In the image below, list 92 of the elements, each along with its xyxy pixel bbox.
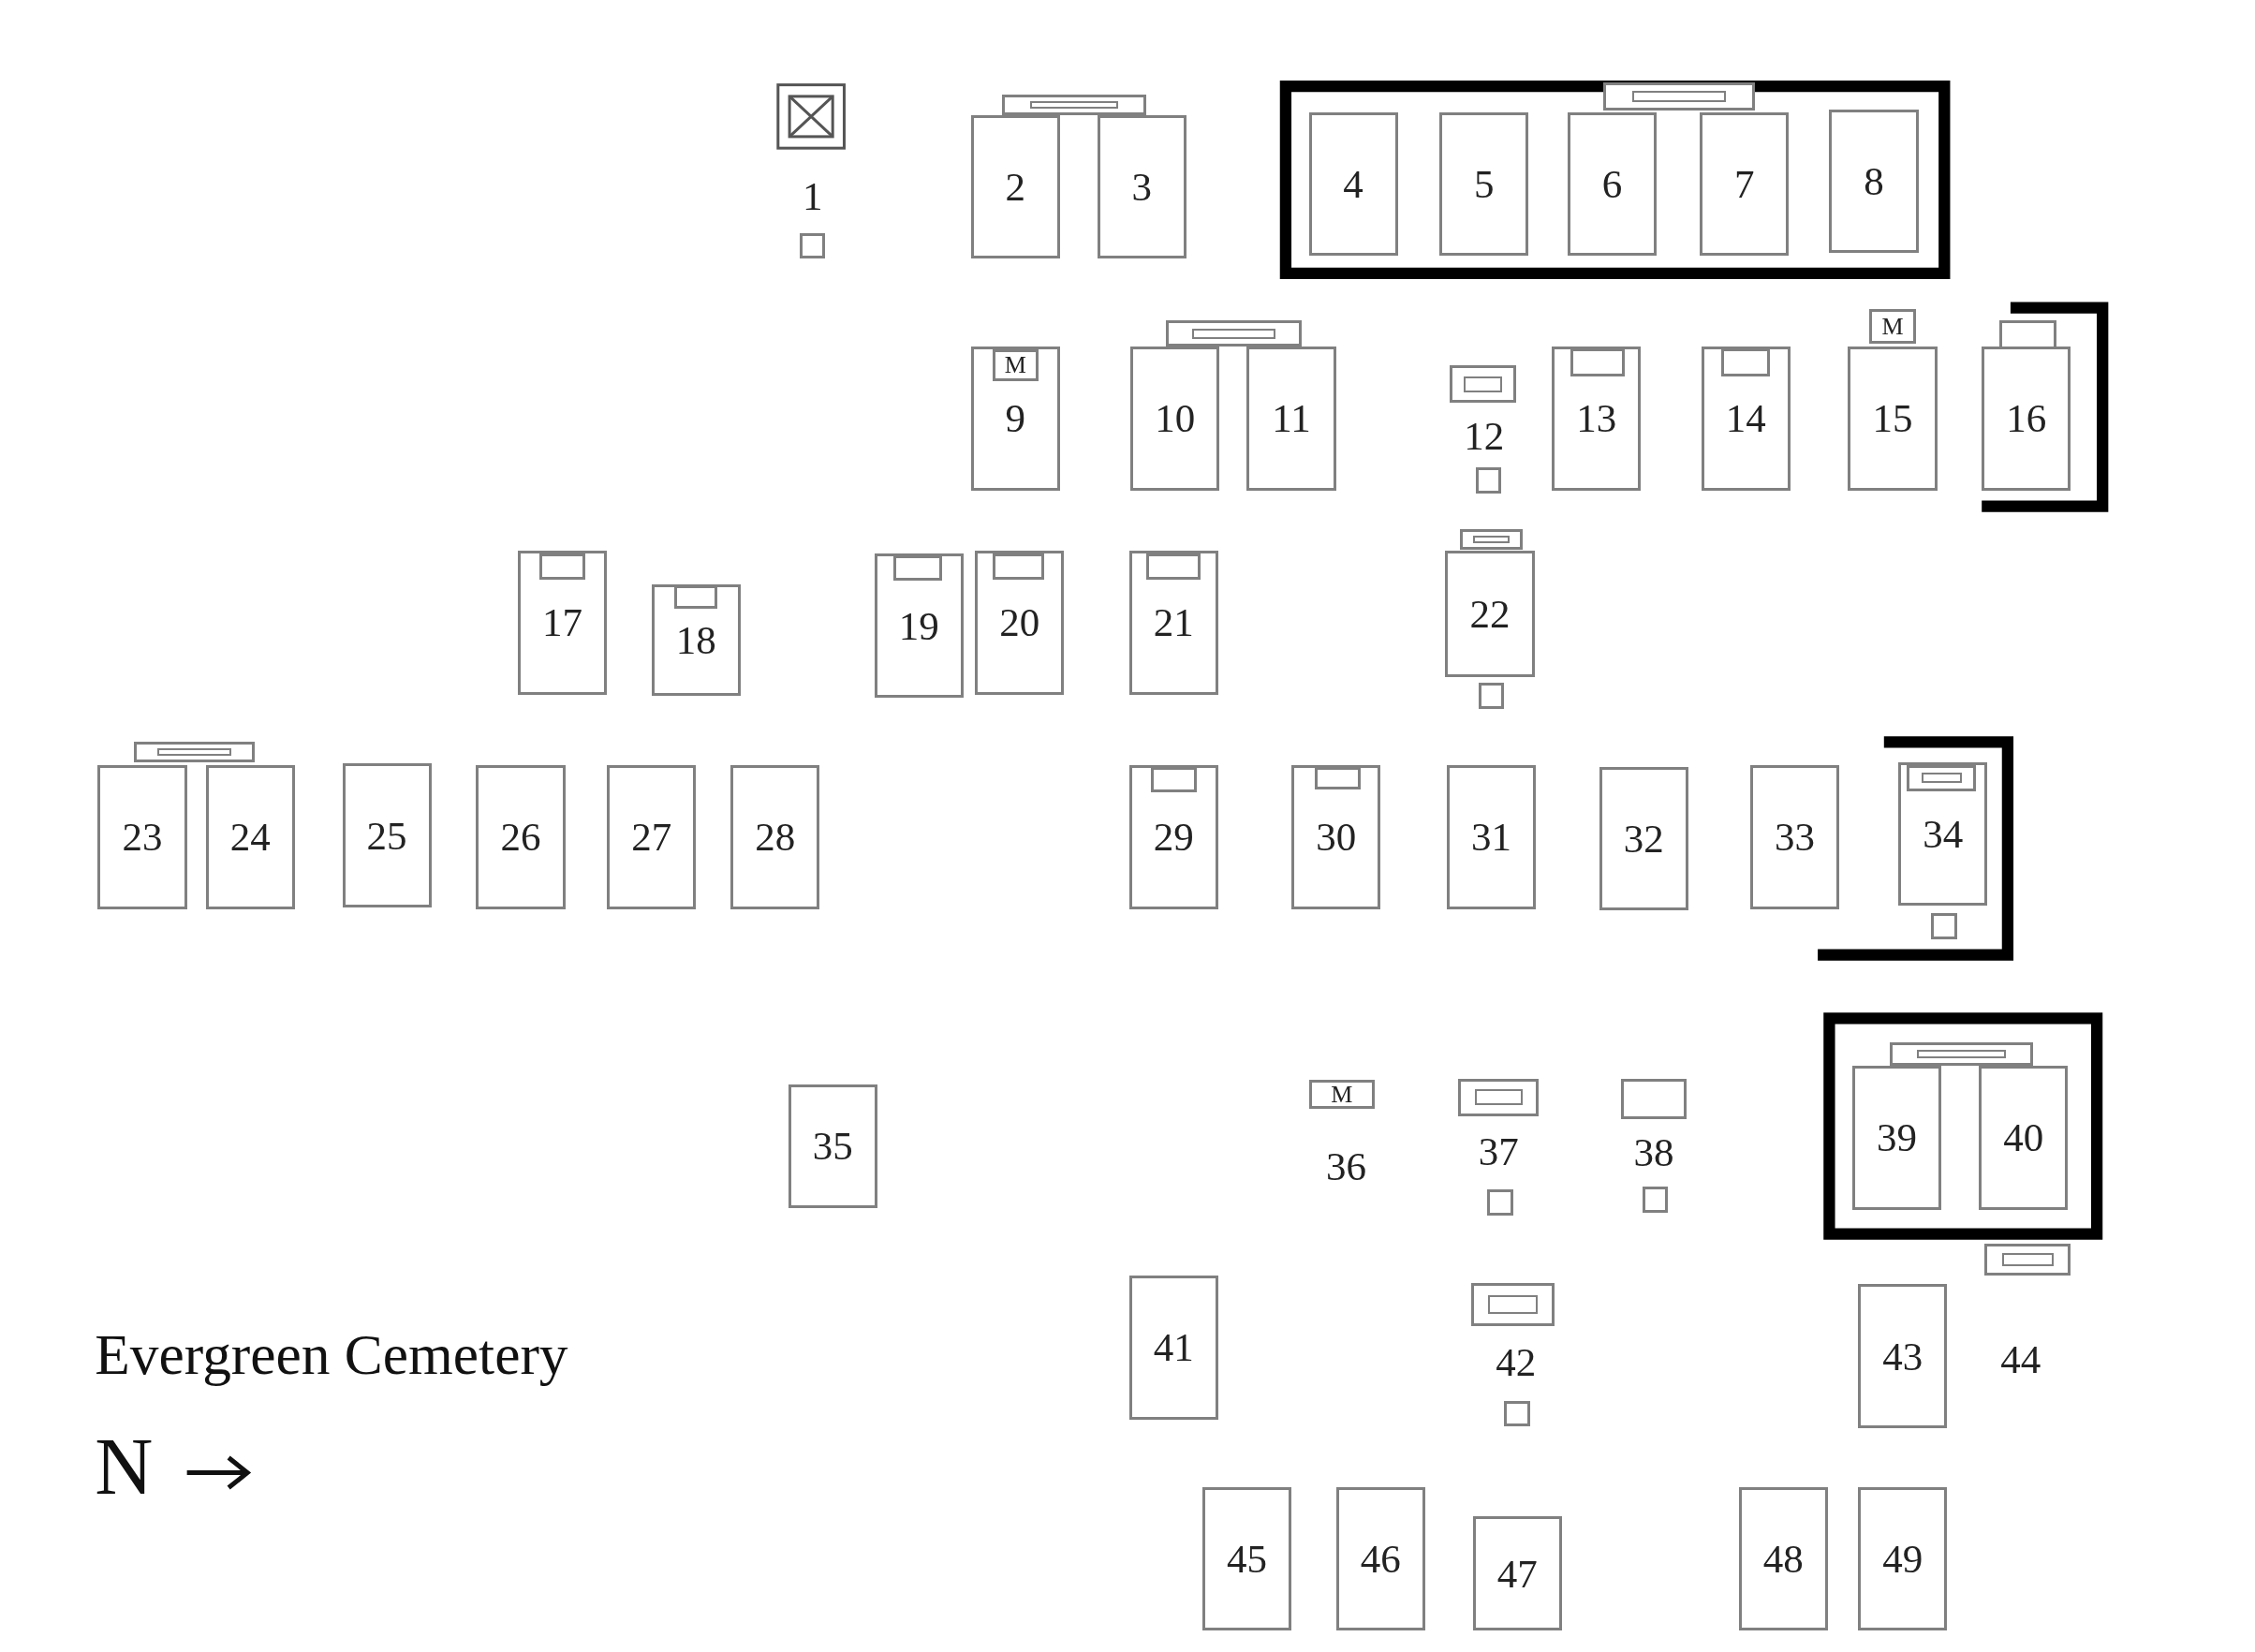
plot-number: 45	[1226, 1539, 1267, 1580]
grave-plot	[970, 114, 1060, 259]
grave-plot	[970, 347, 1060, 491]
grave-plot	[1097, 114, 1186, 259]
plot-number: 27	[631, 817, 672, 858]
plot-number: 1	[802, 175, 823, 216]
plot-number: 34	[1923, 814, 1964, 855]
plot-number: 7	[1734, 164, 1755, 205]
grave-plot	[1979, 1065, 2069, 1210]
plot-number: 37	[1478, 1130, 1519, 1172]
plot-number: 28	[755, 817, 796, 858]
grave-plot	[1439, 111, 1529, 257]
plot-number: 47	[1496, 1553, 1538, 1594]
plot-number: 18	[675, 619, 716, 660]
plot-number: 29	[1153, 817, 1194, 858]
plot-number: 14	[1725, 398, 1766, 439]
grave-plot	[874, 553, 964, 698]
plot-number: 22	[1469, 594, 1511, 635]
grave-plot	[97, 765, 187, 909]
plot-number: 17	[541, 602, 582, 643]
plot-number: 9	[1005, 398, 1025, 439]
grave-plot	[1291, 765, 1381, 909]
plot-number: 41	[1153, 1327, 1194, 1368]
plot-number: 43	[1882, 1335, 1923, 1377]
grave-plot	[730, 765, 820, 909]
plot-number: 30	[1316, 817, 1357, 858]
plot-number: 13	[1576, 398, 1617, 439]
grave-plot	[788, 1084, 877, 1208]
grave-plot	[1130, 347, 1220, 491]
grave-plot	[975, 551, 1065, 695]
grave-plot	[1446, 765, 1537, 909]
plot-number: 25	[366, 815, 407, 856]
grave-plot	[1848, 347, 1938, 491]
plot-number: 2	[1005, 167, 1025, 208]
grave-plot	[1308, 111, 1398, 257]
grave-plot	[1128, 765, 1218, 909]
plot-number: 8	[1864, 161, 1884, 201]
plot-number: 24	[229, 817, 271, 858]
grave-plot	[1852, 1065, 1942, 1210]
grave-plot	[1246, 347, 1336, 491]
map-title: Evergreen Cemetery	[95, 1320, 568, 1388]
plot-number: 5	[1474, 164, 1495, 205]
grave-plot	[1335, 1486, 1425, 1631]
plot-number: 23	[122, 817, 163, 858]
plot-number: 16	[2006, 398, 2047, 439]
grave-plot	[1472, 1515, 1562, 1631]
grave-plot	[1201, 1486, 1292, 1631]
grave-plot	[476, 765, 566, 909]
plot-number: 48	[1762, 1539, 1804, 1580]
grave-plot	[1829, 109, 1919, 254]
plot-number: 32	[1623, 818, 1664, 859]
grave-plot	[517, 551, 608, 695]
plot-number: 42	[1496, 1341, 1537, 1382]
plot-number: 39	[1877, 1117, 1918, 1158]
plot-number: 20	[999, 602, 1040, 643]
plot-number: 40	[2003, 1117, 2044, 1158]
plot-number: 3	[1131, 167, 1153, 208]
grave-plot	[205, 765, 295, 909]
plot-number: 31	[1471, 817, 1511, 858]
grave-plot	[1858, 1486, 1948, 1631]
grave-plot	[1749, 765, 1840, 909]
plot-number: 21	[1153, 602, 1194, 643]
plot-number: 19	[898, 605, 939, 646]
plot-number: 26	[500, 817, 541, 858]
plot-number: 6	[1601, 164, 1623, 205]
plot-number: 44	[2000, 1338, 2041, 1379]
plot-number: 15	[1872, 398, 1913, 439]
grave-plot	[1599, 766, 1688, 911]
marker-stone: M	[992, 349, 1039, 381]
grave-plot	[651, 583, 741, 697]
grave-plot	[607, 765, 697, 909]
plot-number: 36	[1325, 1145, 1366, 1187]
grave-plot	[1445, 551, 1535, 678]
plot-number: 35	[812, 1126, 853, 1167]
plot-number: 49	[1882, 1539, 1923, 1580]
plot-number: 4	[1343, 164, 1363, 205]
grave-plot	[1128, 1276, 1218, 1420]
grave-plot	[342, 763, 432, 907]
marker-stone: M	[1308, 1080, 1376, 1109]
grave-plot	[1700, 111, 1790, 257]
grave-plot	[1858, 1284, 1948, 1428]
north-label: N	[95, 1426, 154, 1508]
grave-plot	[1738, 1486, 1828, 1631]
marker-stone: M	[1869, 309, 1916, 344]
grave-plot	[1982, 347, 2071, 491]
plot-number: 38	[1633, 1131, 1674, 1173]
plot-number: 33	[1775, 817, 1816, 858]
grave-plot	[1567, 111, 1658, 257]
plot-number: 46	[1360, 1539, 1401, 1580]
plot-number: 10	[1155, 398, 1196, 439]
plot-number: 11	[1272, 398, 1311, 439]
plot-number: 12	[1464, 415, 1505, 456]
